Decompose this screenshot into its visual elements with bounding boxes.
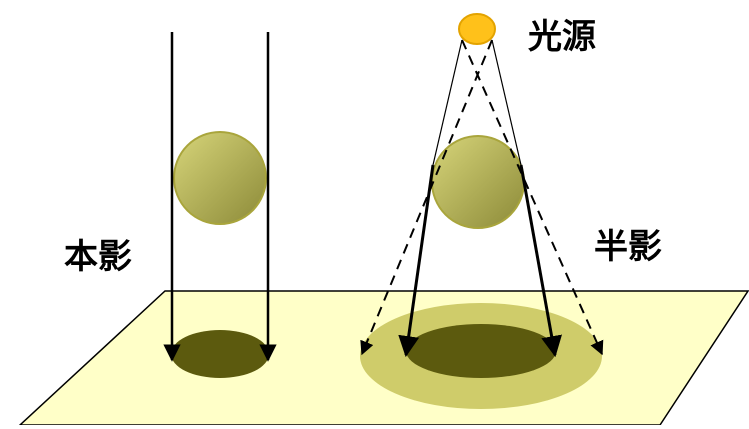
umbra-shadow-right [406,324,556,378]
penumbra-label: 半影 [594,230,662,264]
umbra-label: 本影 [64,240,132,274]
umbra-shadow-left [171,330,269,378]
light-source-label: 光源 [528,20,596,54]
sphere-left [174,132,266,224]
light-source [459,14,495,44]
